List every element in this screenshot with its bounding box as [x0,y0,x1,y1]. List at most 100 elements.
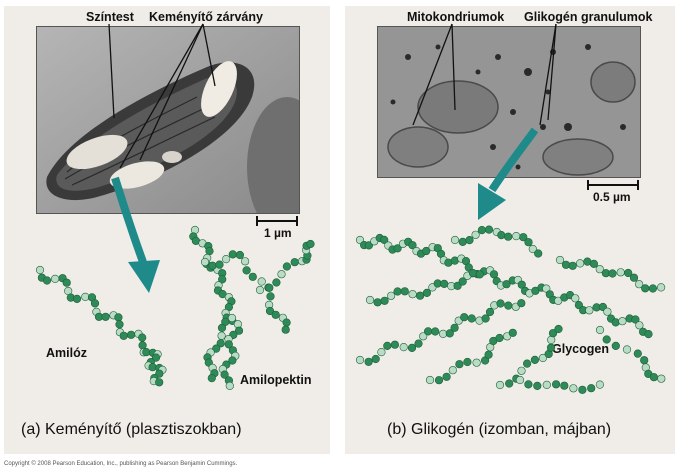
copyright-text: Copyright © 2008 Pearson Education, Inc.… [4,461,238,467]
glucose-bead [595,325,605,335]
glucose-bead [616,268,625,277]
glucose-bead [485,307,495,317]
glycogen-label: Glycogen [552,342,609,356]
glucose-bead [234,326,244,335]
glucose-bead [207,374,216,383]
glucose-bead [602,335,611,344]
glucose-bead [458,277,467,286]
glucose-bead [463,357,472,367]
glucose-bead [517,366,526,375]
glucose-bead [431,327,440,336]
glucose-bead [618,317,627,326]
glucose-bead [484,350,493,359]
glucose-bead [119,331,128,340]
glucose-bead [212,344,221,353]
glucose-bead [644,330,653,339]
glucose-bead [365,295,375,305]
glucose-bead [399,343,408,352]
glucose-bead [265,306,275,316]
glucose-bead [306,239,315,249]
leader-lines [108,23,557,169]
glucose-bead [508,328,517,337]
glucose-bead [495,380,505,390]
glycogen-granules-label: Glikogén granulumok [524,10,653,24]
glucose-bead [393,244,402,253]
glucose-bead [634,280,644,289]
glucose-bead [497,231,506,240]
glucose-bead [227,313,237,323]
glucose-bead [440,279,449,289]
glucose-bead [290,258,299,267]
glucose-bead [631,315,640,324]
plastid-micrograph [36,26,300,214]
glucose-bead [611,318,620,327]
glucose-bead [114,313,123,322]
glucose-bead [434,376,444,385]
glucose-bead [649,373,659,382]
glucose-bead [151,353,161,362]
glucose-bead [648,284,658,293]
glucose-bead [502,280,511,289]
glucose-bead [200,257,210,267]
glucose-bead [265,283,274,292]
glucose-bead [445,329,454,338]
glucose-bead [271,310,280,319]
glucose-bead [595,380,605,389]
glucose-bead [546,343,556,352]
glucose-bead [282,262,292,271]
glucose-bead [355,355,365,365]
amylopectin-branch-1 [200,250,291,334]
glucose-bead [504,301,513,310]
glycogen-branch-6 [555,255,666,293]
glucose-bead [42,276,52,285]
glucose-bead [496,299,505,308]
glucose-bead [450,323,459,332]
caption-a: (a) Keményítő (plasztiszokban) [21,421,242,438]
glucose-bead [101,312,110,321]
glucose-bead [217,323,227,333]
glucose-bead [416,291,425,300]
glucose-bead [471,230,480,239]
glucose-bead [425,375,435,385]
glucose-bead [633,349,642,358]
glucose-bead [377,348,386,357]
glucose-bead [554,324,563,334]
amylose-chain [35,265,167,387]
glucose-bead [489,270,499,279]
glycogen-branch-4 [425,328,517,385]
glucose-bead [578,385,587,394]
glucose-bead [422,288,432,298]
glucose-bead [62,278,71,287]
glycogen-branch-2 [450,225,543,258]
glucose-bead [569,384,578,393]
glucose-bead [585,306,594,315]
arrow-starch [111,176,160,293]
glucose-bead [629,273,639,282]
glucose-bead [138,333,147,342]
scale-label-a: 1 µm [264,226,292,240]
glucose-bead [460,313,469,322]
glucose-bead [138,341,147,350]
glucose-bead [465,236,474,245]
glycogen-branch-1 [365,269,484,307]
glucose-bead [495,333,504,343]
glucose-bead [255,285,265,295]
glucose-bead [517,299,526,308]
glucose-bead [450,235,460,245]
glucose-bead [522,359,532,368]
glucose-bead [380,235,389,244]
glucose-bead [72,294,82,304]
glucose-bead [624,268,633,278]
glucose-bead [281,325,290,334]
scale-label-b: 0.5 µm [593,190,631,204]
glucose-bead [571,294,580,303]
glycogen-branch-3 [355,299,526,366]
glucose-bead [515,375,525,385]
glucose-bead [475,270,484,279]
glucose-bead [519,233,528,242]
glucose-bead [442,372,451,381]
glucose-bead [155,378,164,387]
glucose-bead [373,298,382,307]
glucose-bead [589,259,599,269]
